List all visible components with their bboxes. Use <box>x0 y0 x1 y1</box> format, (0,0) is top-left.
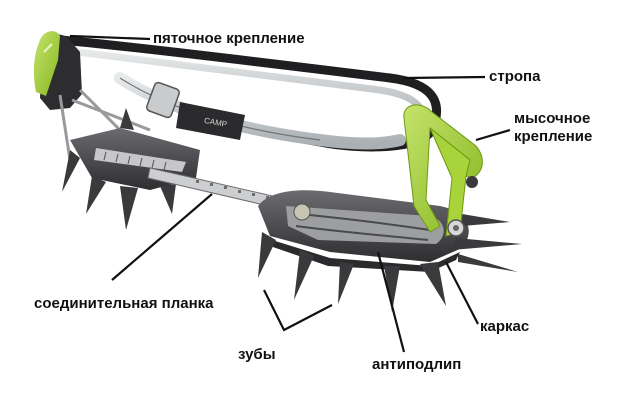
tooth <box>294 250 314 300</box>
heel-tooth <box>86 176 106 214</box>
label-toe-binding: мысочное крепление <box>514 110 593 145</box>
heel-tooth <box>62 150 80 192</box>
tooth <box>258 232 276 278</box>
strap-buckle: CAMP <box>146 81 245 140</box>
label-frame: каркас <box>480 318 530 335</box>
heel-plate <box>62 108 200 230</box>
label-teeth: зубы <box>238 346 276 363</box>
brand-mark: CAMP <box>203 116 227 129</box>
tooth <box>452 238 522 250</box>
leader-bar <box>111 193 213 281</box>
label-antisnow: антиподлип <box>372 356 462 373</box>
tooth <box>384 266 400 312</box>
leader-strap <box>403 75 486 80</box>
heel-tooth <box>120 186 138 230</box>
leader-frame <box>445 261 479 325</box>
leader-anti <box>376 251 406 353</box>
leader-lines <box>69 34 511 353</box>
label-heel-binding: пяточное крепление <box>153 30 305 47</box>
heel-binding <box>33 31 82 110</box>
tooth <box>462 214 510 226</box>
leader-teeth <box>263 289 333 332</box>
front-teeth <box>258 214 522 312</box>
label-connecting-bar: соединительная планка <box>34 295 214 312</box>
leader-toe <box>475 128 511 142</box>
leader-heel <box>69 34 151 41</box>
tooth <box>338 262 354 304</box>
label-strap: стропа <box>489 68 541 85</box>
toe-binding <box>403 104 483 237</box>
heel-tooth <box>160 184 176 214</box>
tooth <box>420 262 446 306</box>
tooth <box>458 254 518 272</box>
